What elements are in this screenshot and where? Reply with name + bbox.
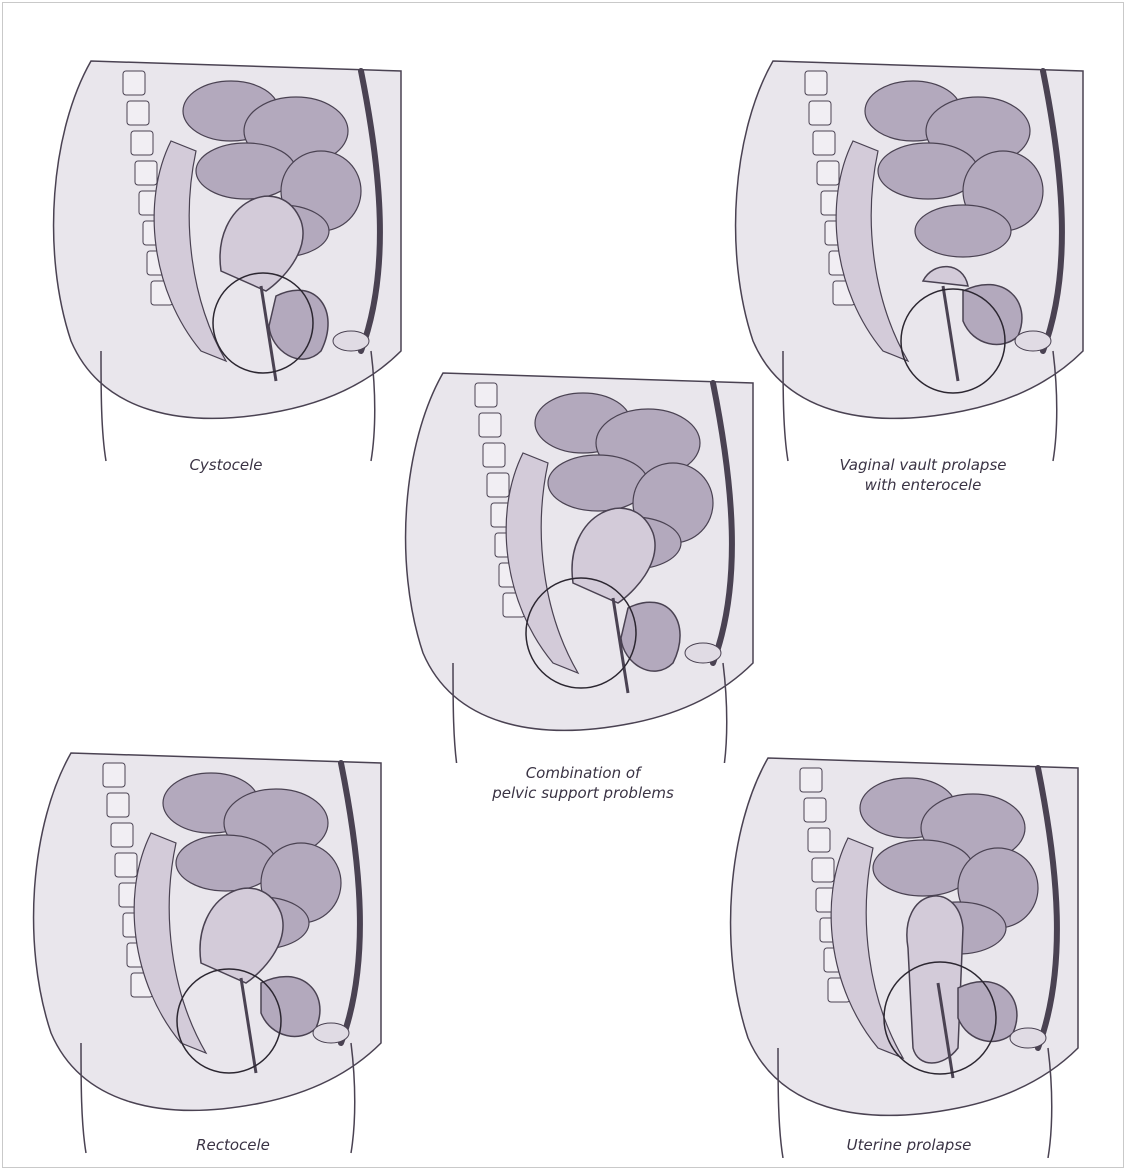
vertebra-shape [115, 853, 137, 877]
rectocele-caption: Rectocele [173, 1135, 293, 1155]
vertebra-shape [800, 768, 822, 792]
vertebra-shape [804, 798, 826, 822]
vertebra-shape [107, 793, 129, 817]
vertebra-shape [135, 161, 157, 185]
pubic-bone [1010, 1028, 1046, 1048]
vault-prolapse-caption-line-1: Vaginal vault prolapse [813, 455, 1033, 475]
panel-cystocele [31, 51, 431, 471]
anatomy-group [34, 753, 381, 1153]
vertebra-shape [487, 473, 509, 497]
vertebra-shape [483, 443, 505, 467]
uterus-shape [907, 896, 963, 1063]
anatomy-group [406, 373, 753, 763]
anatomy-group [731, 758, 1078, 1158]
combination-caption: Combination of pelvic support problems [463, 763, 703, 803]
vertebra-shape [812, 858, 834, 882]
rectocele-caption-line: Rectocele [173, 1135, 293, 1155]
combination-illustration [383, 363, 783, 763]
uterine-prolapse-illustration [708, 748, 1108, 1158]
vertebra-shape [809, 101, 831, 125]
vertebra-shape [805, 71, 827, 95]
uterine-prolapse-caption: Uterine prolapse [829, 1135, 989, 1155]
vertebra-shape [479, 413, 501, 437]
rectocele-illustration [11, 743, 411, 1163]
vertebra-shape [131, 131, 153, 155]
combination-caption-line-2: pelvic support problems [463, 783, 703, 803]
vertebra-shape [475, 383, 497, 407]
vertebra-shape [817, 161, 839, 185]
vertebra-shape [103, 763, 125, 787]
vertebra-shape [127, 101, 149, 125]
panel-uterine-prolapse [708, 748, 1108, 1158]
pubic-bone [685, 643, 721, 663]
bowel-loop [915, 205, 1011, 257]
vertebra-shape [808, 828, 830, 852]
pubic-bone [313, 1023, 349, 1043]
cystocele-caption-line: Cystocele [166, 455, 286, 475]
anatomy-group [54, 61, 401, 461]
uterine-prolapse-caption-line: Uterine prolapse [829, 1135, 989, 1155]
vertebra-shape [813, 131, 835, 155]
vault-prolapse-caption: Vaginal vault prolapse with enterocele [813, 455, 1033, 495]
pubic-bone [1015, 331, 1051, 351]
vault-prolapse-caption-line-2: with enterocele [813, 475, 1033, 495]
combination-caption-line-1: Combination of [463, 763, 703, 783]
pubic-bone [333, 331, 369, 351]
anatomy-group [736, 61, 1083, 461]
panel-rectocele [11, 743, 411, 1163]
cystocele-illustration [31, 51, 431, 471]
cystocele-caption: Cystocele [166, 455, 286, 475]
vertebra-shape [123, 71, 145, 95]
vertebra-shape [111, 823, 133, 847]
panel-combination [383, 363, 783, 763]
